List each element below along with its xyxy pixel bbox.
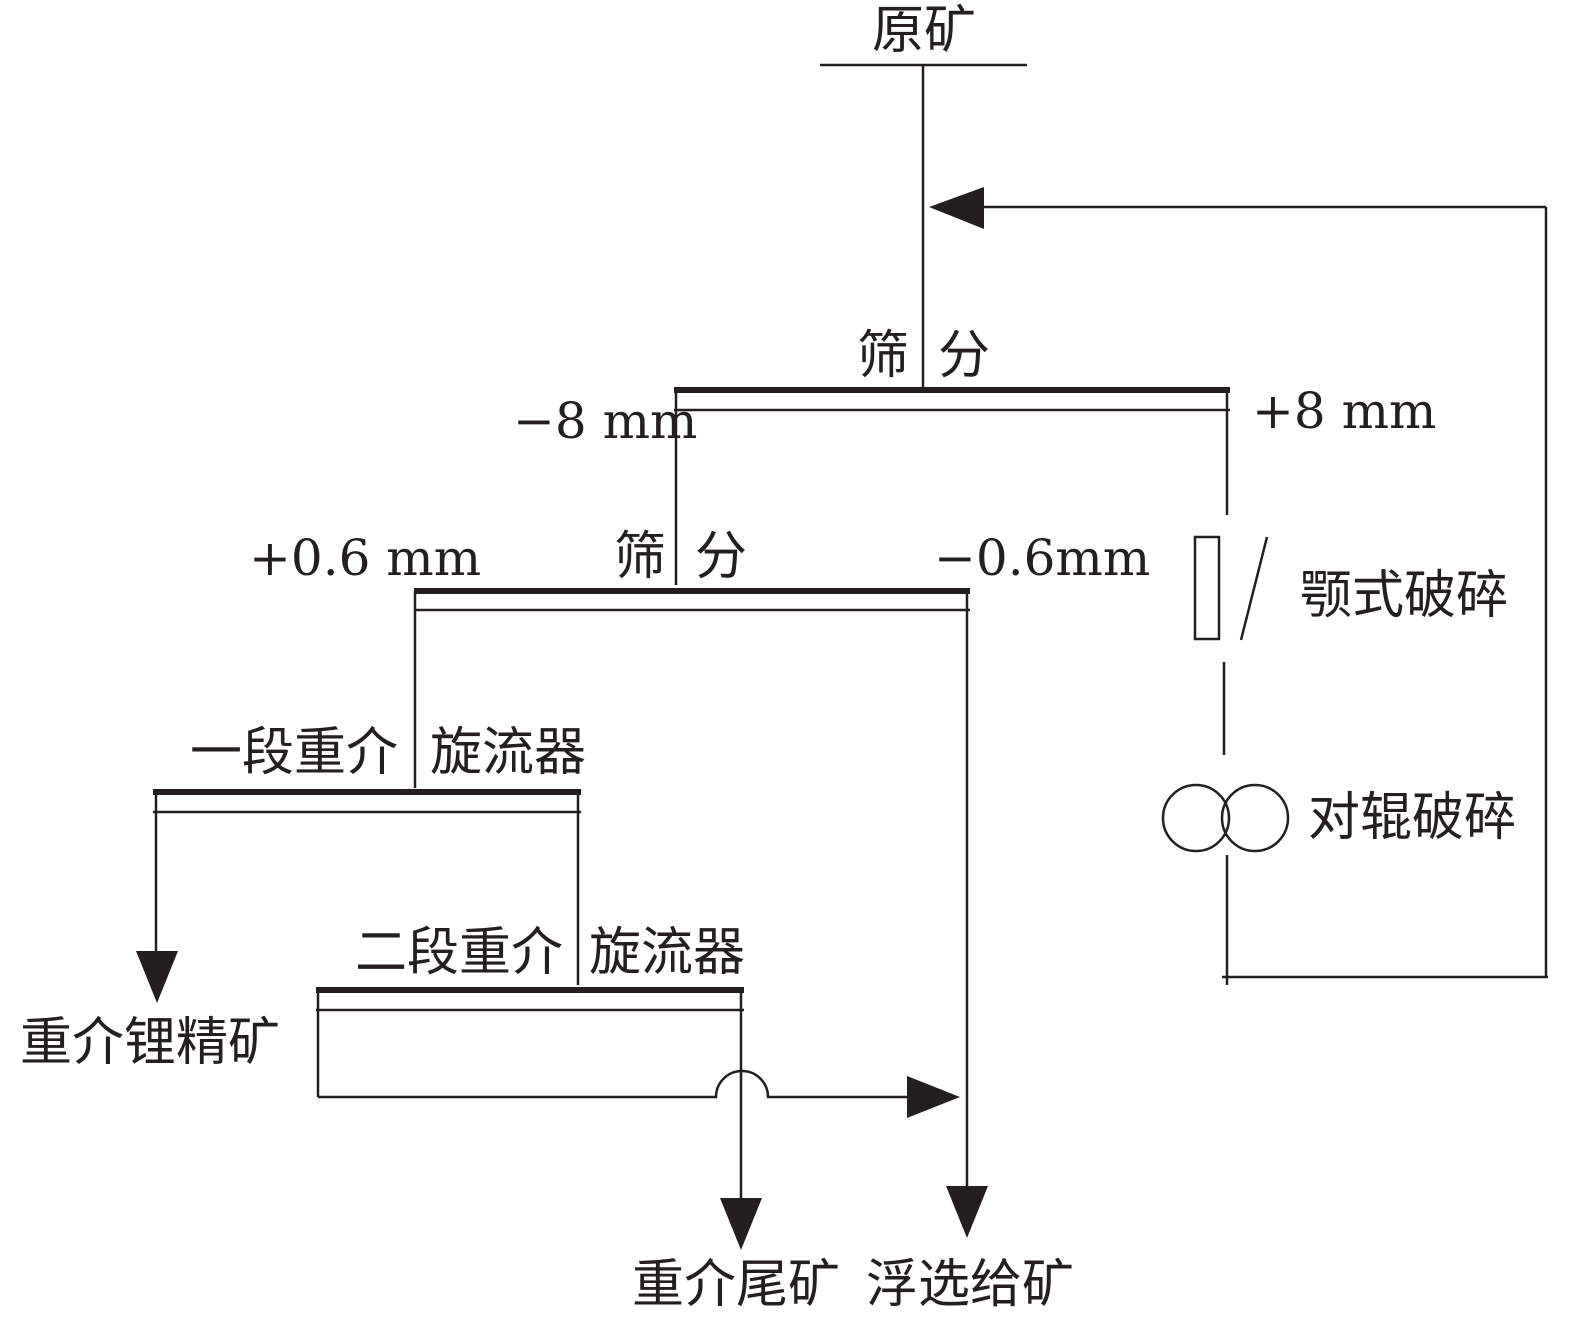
raw-ore-feed: 原矿 bbox=[820, 1, 1027, 388]
return-arrow-icon bbox=[929, 187, 984, 229]
plus-8mm-label: +8 mm bbox=[1252, 382, 1436, 440]
cyclone1-label-right: 旋流器 bbox=[430, 723, 586, 783]
cyclone2-label-right: 旋流器 bbox=[589, 923, 745, 983]
screen-0-6mm: 筛 分 +0.6 mm −0.6mm bbox=[249, 527, 1150, 788]
concentrate-arrow-icon bbox=[136, 951, 178, 1003]
screen2-label-right: 分 bbox=[695, 527, 747, 587]
screen-8mm: 筛 分 −8 mm +8 mm bbox=[513, 326, 1436, 585]
screen1-label-left: 筛 bbox=[857, 326, 909, 386]
jaw-crusher-icon bbox=[1193, 535, 1221, 641]
to-flotation-arrow-icon bbox=[907, 1076, 960, 1118]
dms-li-concentrate-label: 重介锂精矿 bbox=[20, 1013, 280, 1073]
raw-ore-label: 原矿 bbox=[872, 1, 976, 61]
screen2-label-left: 筛 bbox=[614, 527, 666, 587]
cyclone1-label-left: 一段重介 bbox=[190, 723, 398, 783]
dms-tailings-label: 重介尾矿 bbox=[632, 1255, 840, 1315]
minus-8mm-label: −8 mm bbox=[513, 392, 697, 450]
minus-0-6mm-label: −0.6mm bbox=[934, 529, 1150, 587]
jaw-crusher-label: 颚式破碎 bbox=[1300, 566, 1508, 626]
flotation-feed-line: 浮选给矿 bbox=[866, 591, 1074, 1315]
roll-crusher-icon bbox=[1161, 783, 1290, 853]
stage1-dms-cyclone: 一段重介 旋流器 重介锂精矿 bbox=[20, 723, 586, 1073]
flotation-feed-label: 浮选给矿 bbox=[866, 1255, 1074, 1315]
screen1-label-right: 分 bbox=[938, 326, 990, 386]
tailings-arrow-icon bbox=[720, 1198, 762, 1250]
flotation-feed-arrow-icon bbox=[946, 1186, 988, 1238]
stage2-dms-cyclone: 二段重介 旋流器 重介尾矿 bbox=[316, 923, 960, 1315]
roll-crusher-label: 对辊破碎 bbox=[1308, 788, 1516, 848]
cyclone2-label-left: 二段重介 bbox=[355, 923, 563, 983]
crushing-circuit: 颚式破碎 对辊破碎 bbox=[929, 187, 1548, 985]
plus-0-6mm-label: +0.6 mm bbox=[249, 529, 481, 587]
